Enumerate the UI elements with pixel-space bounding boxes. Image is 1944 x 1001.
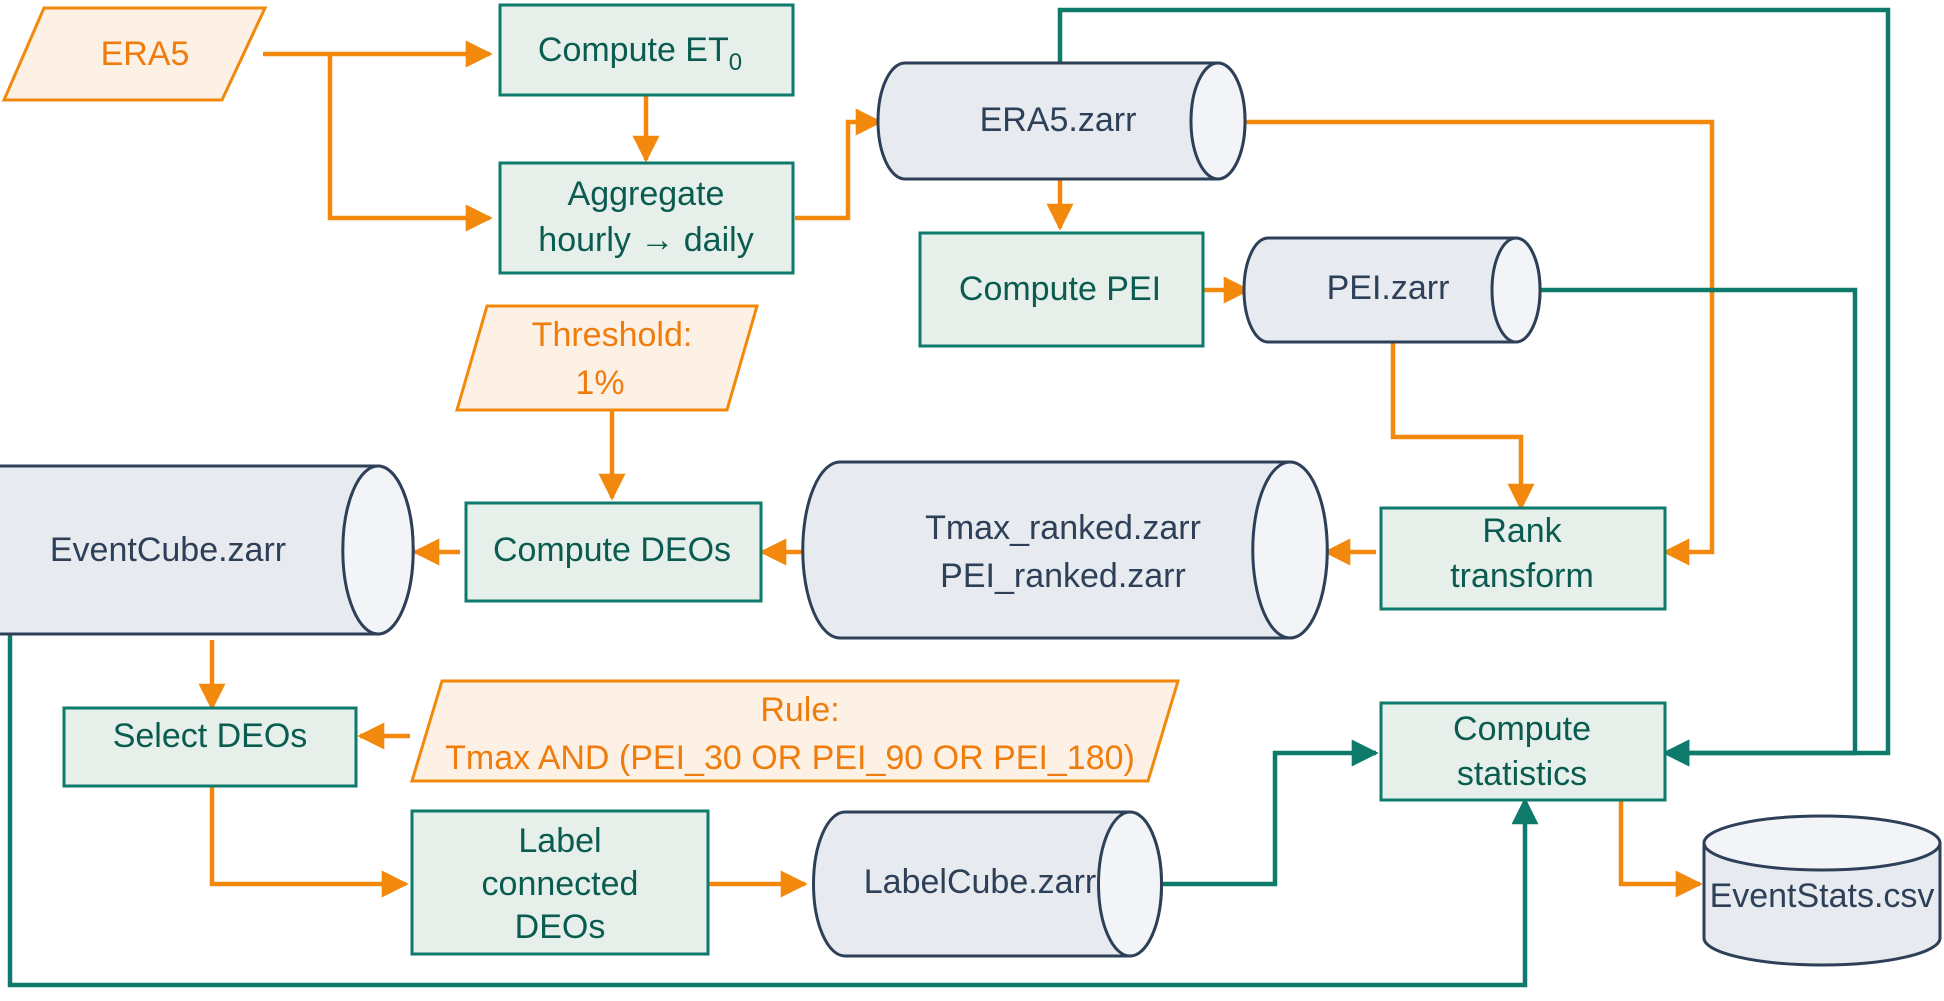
node-select-deos[interactable]: Select DEOs [62, 706, 358, 788]
edge-aggregate-to-era5-zarr [795, 108, 883, 221]
database-body [1702, 841, 1942, 967]
node-rule-line1: Rule: [760, 691, 839, 729]
node-compute-deos-label: Compute DEOs [493, 531, 731, 569]
edge-select-deos-to-label-connected [209, 783, 409, 898]
database-top-ellipse [1702, 814, 1942, 872]
cylinder-body [801, 460, 1329, 640]
node-era5-input[interactable]: ERA5 [1, 6, 268, 102]
node-pei-zarr[interactable]: PEI.zarr [1242, 236, 1542, 344]
cylinder-cap [1251, 460, 1329, 640]
node-rule[interactable]: Rule: Tmax AND (PEI_30 OR PEI_90 OR PEI_… [409, 679, 1181, 783]
node-eventcube-zarr[interactable]: EventCube.zarr [0, 464, 415, 636]
node-era5-zarr-label: ERA5.zarr [980, 101, 1137, 139]
node-label-connected-line3: DEOs [515, 908, 606, 946]
edge-pei-zarr-to-rank-transform [1390, 327, 1535, 511]
cylinder-cap [341, 464, 415, 636]
node-compute-deos[interactable]: Compute DEOs [464, 501, 763, 603]
process-box-shape [62, 706, 358, 788]
node-eventstats-csv-label: EventStats.csv [1710, 877, 1935, 915]
node-ranked-zarr-line1: Tmax_ranked.zarr [925, 509, 1201, 547]
edge-labelcube-to-compute-statistics [1160, 739, 1379, 887]
edge-eventcube-to-compute-statistics [7, 552, 1539, 988]
node-threshold-line1: Threshold: [532, 316, 693, 354]
node-rank-transform[interactable]: Rank transform [1379, 506, 1667, 611]
process-box-shape [1379, 506, 1667, 611]
node-compute-statistics-line2: statistics [1457, 755, 1587, 793]
node-select-deos-label: Select DEOs [113, 717, 308, 755]
edge-pei-zarr-to-compute-statistics [1541, 287, 1858, 767]
process-box-shape [918, 231, 1205, 348]
node-eventcube-zarr-label: EventCube.zarr [50, 531, 286, 569]
io-parallelogram-shape [409, 679, 1181, 783]
node-era5-input-label: ERA5 [101, 35, 190, 73]
process-box-shape [464, 501, 763, 603]
process-box-shape [498, 161, 795, 275]
io-parallelogram-shape [1, 6, 268, 102]
node-threshold[interactable]: Threshold: 1% [455, 304, 759, 412]
process-box-shape [1379, 701, 1667, 802]
cylinder-cap [1189, 61, 1247, 181]
edge-compute-statistics-to-eventstats [1618, 800, 1703, 898]
node-compute-et0[interactable]: Compute ET0 [498, 3, 795, 97]
node-aggregate-line2: hourly → daily [538, 221, 753, 259]
edge-era5-zarr-to-rank-transform [1245, 119, 1715, 566]
node-era5-zarr[interactable]: ERA5.zarr [876, 61, 1247, 181]
node-labelcube-zarr[interactable]: LabelCube.zarr [812, 810, 1163, 958]
node-compute-statistics-line1: Compute [1453, 710, 1591, 748]
node-compute-et0-subscript: 0 [729, 49, 742, 76]
edge-era5-to-aggregate [327, 54, 493, 232]
node-compute-statistics[interactable]: Compute statistics [1379, 701, 1667, 802]
io-parallelogram-shape [455, 304, 759, 412]
cylinder-cap [1490, 236, 1542, 344]
node-label-connected[interactable]: Label connected DEOs [410, 809, 710, 956]
node-threshold-line2: 1% [575, 364, 624, 402]
node-label-connected-line2: connected [482, 865, 639, 903]
node-compute-et0-label: Compute ET0 [538, 31, 742, 76]
process-box-shape [498, 3, 795, 97]
node-rank-transform-line1: Rank [1482, 512, 1562, 550]
node-labelcube-zarr-label: LabelCube.zarr [864, 863, 1096, 901]
node-rank-transform-line2: transform [1450, 557, 1594, 595]
node-label-connected-line1: Label [518, 822, 601, 860]
node-compute-pei-label: Compute PEI [959, 270, 1161, 308]
cylinder-cap [1097, 810, 1163, 958]
node-aggregate[interactable]: Aggregate hourly → daily [498, 161, 795, 275]
node-ranked-zarr-line2: PEI_ranked.zarr [940, 557, 1186, 595]
node-aggregate-line1: Aggregate [568, 175, 725, 213]
node-compute-pei[interactable]: Compute PEI [918, 231, 1205, 348]
node-eventstats-csv[interactable]: EventStats.csv [1702, 814, 1942, 967]
process-box-shape [410, 809, 710, 956]
node-rule-line2: Tmax AND (PEI_30 OR PEI_90 OR PEI_180) [445, 739, 1135, 777]
node-pei-zarr-label: PEI.zarr [1327, 269, 1450, 307]
node-ranked-zarr[interactable]: Tmax_ranked.zarr PEI_ranked.zarr [801, 460, 1329, 640]
